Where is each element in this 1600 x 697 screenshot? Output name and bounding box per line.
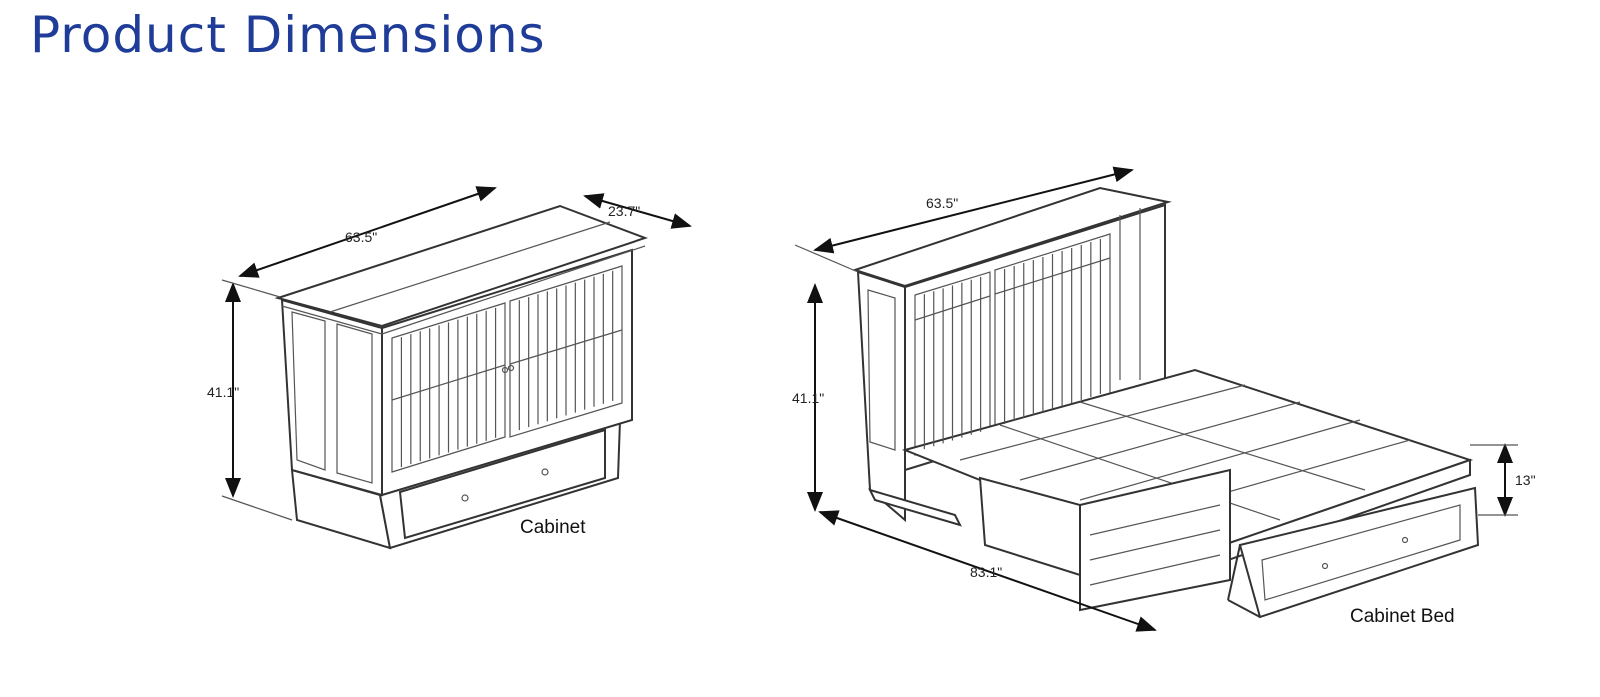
cabinet-caption: Cabinet	[520, 517, 586, 538]
cabinet-width-label: 63.5"	[345, 229, 377, 245]
width-dimension-line	[238, 186, 497, 278]
bed-width-label: 63.5"	[926, 195, 958, 211]
depth-dimension-line	[583, 193, 692, 229]
bed-platform-height-label: 13"	[1515, 472, 1536, 488]
cabinet-bed-caption: Cabinet Bed	[1350, 606, 1455, 627]
cabinet-drawing	[274, 204, 648, 550]
cabinet-height-label: 41.1"	[207, 384, 239, 400]
bed-length-dimension-line	[818, 510, 1157, 632]
page-title: Product Dimensions	[30, 6, 546, 64]
cabinet-bed-drawing	[851, 186, 1480, 619]
bed-length-label: 83.1"	[970, 564, 1002, 580]
cabinet-depth-label: 23.7"	[608, 203, 640, 219]
headboard-slats	[923, 239, 1102, 450]
bed-width-dimension-line	[813, 166, 1134, 254]
cabinet-door-slats	[400, 270, 614, 468]
bed-height-label: 41.1"	[792, 390, 824, 406]
